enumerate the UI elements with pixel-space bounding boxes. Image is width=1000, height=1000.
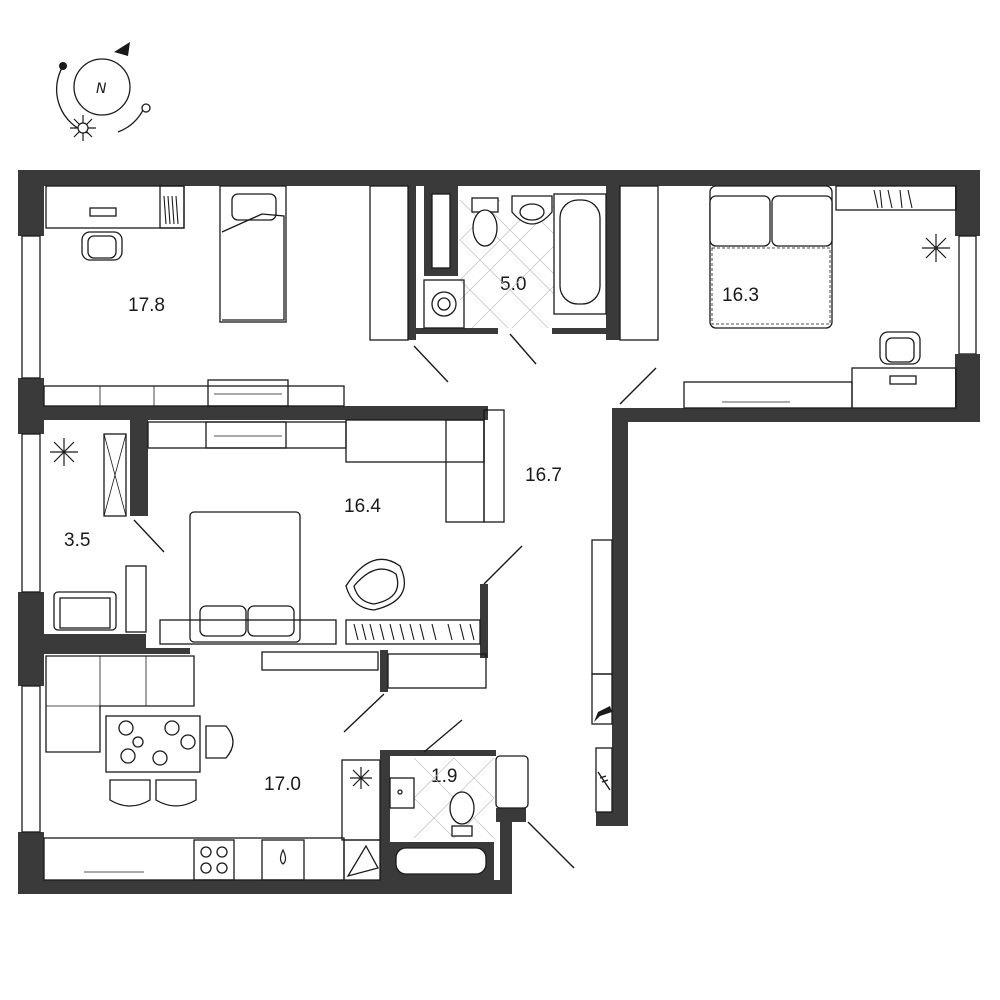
stove-icon: [193, 839, 235, 881]
dining-table: [105, 715, 201, 773]
area-label-bedroom-center: 16.4: [344, 496, 381, 517]
compass-north-arrow: [114, 42, 130, 56]
sofa-icon: [45, 655, 195, 753]
shoe-rack: [591, 673, 613, 725]
compass-circle: [73, 58, 131, 116]
desk: [851, 367, 957, 409]
area-label-toilet: 1.9: [431, 766, 457, 787]
tv-icon: [207, 379, 289, 407]
washing-machine-icon: [431, 291, 457, 317]
bed-frame: [159, 619, 337, 645]
hall-furniture: [387, 539, 613, 813]
plate-icons: [118, 720, 196, 766]
desk: [45, 185, 185, 229]
compass-arc: [56, 65, 145, 134]
tv-stand: [147, 421, 347, 449]
tv-stand: [43, 385, 345, 407]
plant-icon: [50, 438, 78, 466]
area-labels: 17.8 5.0 16.3 16.7 16.4 3.5 17.0 1.9: [64, 274, 759, 795]
wardrobe-ne: [619, 185, 659, 341]
chair-icon: [205, 725, 234, 759]
laptop-icon: [89, 207, 117, 217]
radiator: [125, 565, 147, 633]
plant-icon: [922, 234, 950, 262]
single-bed: [219, 185, 287, 323]
washing-machine: [423, 279, 465, 329]
sink-icon: [511, 195, 553, 225]
chair-icon: [109, 779, 151, 807]
compass-letter: N: [96, 81, 107, 97]
bathtub-icon: [553, 193, 607, 315]
wardrobe: [369, 185, 409, 341]
area-label-hall: 16.7: [525, 465, 562, 486]
compass-dot-east: [141, 103, 151, 113]
laptop-icon: [889, 375, 917, 385]
chair-icon: [879, 331, 921, 365]
armchair-icon: [53, 591, 117, 631]
bedroom-center-furniture: [147, 409, 505, 645]
towel-dryer: [495, 755, 529, 809]
area-label-bathroom: 5.0: [500, 274, 526, 295]
mirror: [595, 747, 613, 813]
toilet-room-fixtures: [388, 755, 529, 880]
entry-cabinet: [387, 653, 487, 689]
bedroom-nw-furniture: [43, 185, 409, 407]
bookshelf: [345, 619, 481, 645]
books-shelf: [159, 185, 185, 229]
compass: N: [56, 42, 151, 141]
area-label-bedroom-ne: 16.3: [722, 285, 759, 306]
area-label-balcony: 3.5: [64, 530, 90, 551]
compass-dot-west: [59, 62, 67, 70]
bedroom-ne-furniture: [683, 185, 957, 409]
wardrobe: [345, 419, 485, 463]
walls: [18, 170, 980, 894]
chair-icon: [155, 779, 197, 807]
toilet-icon: [471, 197, 499, 247]
blanket: [221, 213, 285, 321]
sink-cabinet: [261, 839, 305, 881]
chair-icon: [81, 231, 123, 261]
corner-sink: [343, 839, 381, 881]
doors: [133, 333, 657, 869]
armchair-icon: [345, 558, 405, 611]
pillow-icon: [231, 193, 277, 221]
comb-icon: [597, 771, 611, 791]
snowflake-icon: [350, 767, 372, 789]
sun-icon: [70, 115, 96, 141]
double-bed: [189, 511, 301, 643]
books-icon: [353, 623, 475, 641]
corridor-wardrobe: [591, 539, 613, 675]
toilet-icon: [449, 791, 475, 837]
bathroom-fixtures: [423, 185, 659, 341]
double-bed: [709, 185, 833, 329]
books-icon: [163, 195, 179, 225]
tv-stand: [261, 651, 379, 671]
storage-box: [103, 433, 127, 517]
kitchen-living-furniture: [43, 651, 381, 881]
balcony-furniture: [50, 433, 147, 633]
area-label-bedroom-nw: 17.8: [128, 295, 165, 316]
books-icon: [873, 189, 913, 209]
shoe-icon: [594, 706, 612, 722]
water-drop-icon: [279, 848, 287, 865]
area-label-kitchen-living: 17.0: [264, 774, 301, 795]
tv-stand: [683, 381, 853, 409]
shelf: [835, 185, 957, 211]
